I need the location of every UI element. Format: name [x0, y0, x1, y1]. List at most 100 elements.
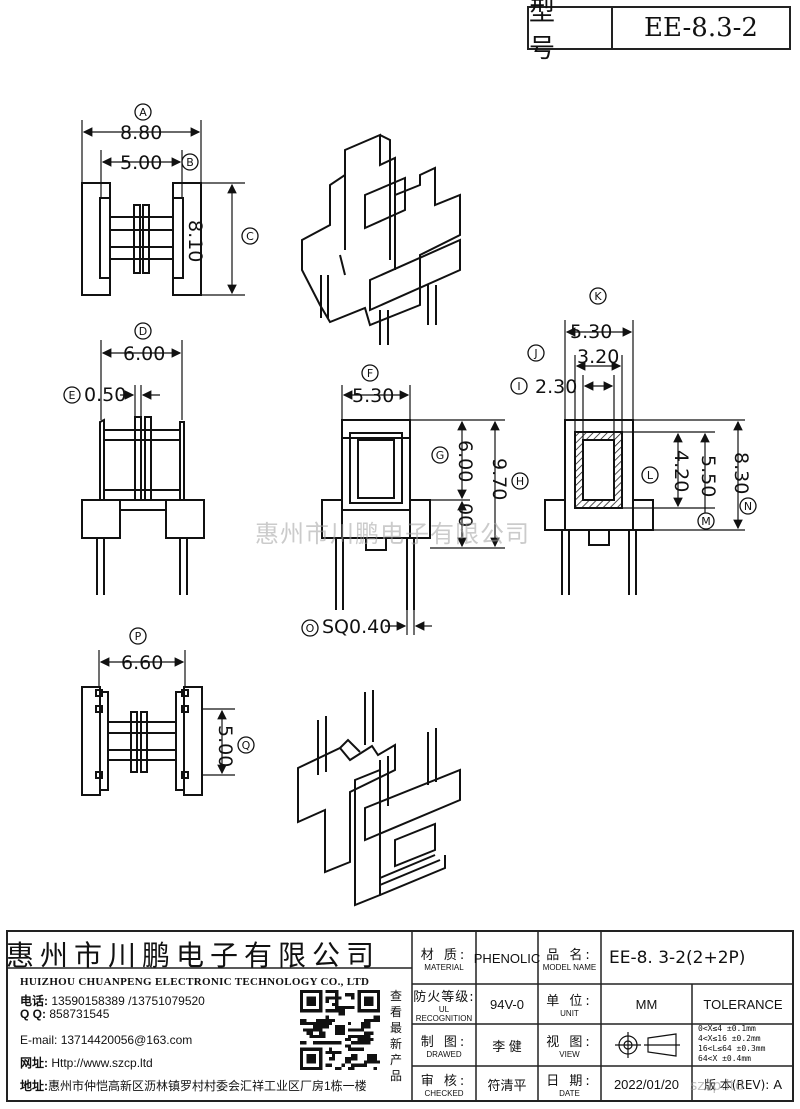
callout-g: G — [431, 446, 449, 464]
partname-value-text: EE-8. 3-2(2+2P) — [609, 948, 746, 968]
web-line: 网址: Http://www.szcp.ltd — [20, 1054, 153, 1071]
callout-d: D — [134, 322, 152, 340]
svg-text:H: H — [516, 475, 524, 488]
checked-value: 符清平 — [476, 1066, 538, 1102]
technical-drawing — [81, 120, 745, 907]
side-view-dims — [100, 340, 183, 420]
partname-value: EE-8. 3-2(2+2P) — [601, 932, 794, 984]
phone-value: 13590158389 /13751079520 — [51, 994, 205, 1008]
callout-i: I — [510, 377, 528, 395]
side-view — [81, 416, 205, 595]
svg-text:L: L — [647, 469, 654, 482]
unit-label: 单 位:UNIT — [538, 984, 601, 1024]
dim-i-value: 2.30 — [535, 376, 578, 398]
callout-f: F — [361, 364, 379, 382]
drawn-value: 李 健 — [476, 1024, 538, 1066]
drawn-value-text: 李 健 — [492, 1038, 522, 1054]
revision: 版 本(REV):A — [692, 1066, 794, 1102]
qr-code-icon[interactable] — [300, 990, 380, 1070]
qq-value: 858731545 — [49, 1007, 110, 1021]
web-value[interactable]: Http://www.szcp.ltd — [51, 1056, 153, 1070]
svg-text:P: P — [135, 630, 142, 643]
unit-label-cn: 单 位: — [546, 994, 593, 1009]
callout-j: J — [527, 344, 545, 362]
drawn-label-en: DRAWED — [426, 1050, 462, 1059]
email-value[interactable]: 13714420056@163.com — [60, 1033, 193, 1047]
partname-label-en: MODEL NAME — [542, 963, 597, 972]
material-value-text: PHENOLIC — [473, 950, 541, 966]
third-angle-projection-icon — [614, 1032, 680, 1058]
top-view-dims — [81, 120, 245, 296]
model-value: EE-8.3-2 — [644, 13, 758, 43]
ul-value-text: 94V-0 — [490, 996, 524, 1012]
callout-b: B — [181, 153, 199, 171]
callout-o: O — [301, 619, 319, 637]
view-label: 视 图:VIEW — [538, 1024, 601, 1066]
drawn-label: 制 图:DRAWED — [412, 1024, 476, 1066]
svg-text:Q: Q — [242, 739, 251, 752]
material-label-en: MATERIAL — [424, 963, 464, 972]
checked-value-text: 符清平 — [487, 1077, 527, 1093]
material-label-cn: 材 质: — [420, 948, 468, 963]
svg-text:K: K — [594, 290, 602, 303]
date-value-text: 2022/01/20 — [613, 1076, 680, 1092]
ul-value: 94V-0 — [476, 984, 538, 1024]
address-value: 惠州市仲恺高新区沥林镇罗村村委会汇祥工业区厂房1栋一楼 — [48, 1079, 367, 1093]
callout-k: K — [589, 287, 607, 305]
callout-l: L — [641, 466, 659, 484]
company-name-en: HUIZHOU CHUANPENG ELECTRONIC TECHNOLOGY … — [20, 976, 370, 988]
email-label: E-mail: — [20, 1033, 58, 1047]
partname-label-cn: 品 名: — [546, 948, 593, 963]
address-label: 地址: — [20, 1079, 48, 1093]
watermark-url: szcp.ltd — [690, 1078, 744, 1094]
tolerance-header: TOLERANCE — [692, 984, 794, 1024]
tolerance-row-3: 16<L≤64 ±0.3mm — [698, 1044, 766, 1053]
svg-text:E: E — [69, 389, 76, 402]
bottom-view-dims — [98, 650, 235, 776]
view-label-cn: 视 图: — [546, 1035, 593, 1050]
qr-note: 查看最新产品 — [390, 989, 403, 1083]
front-view — [321, 419, 431, 610]
svg-text:D: D — [139, 325, 147, 338]
svg-text:M: M — [701, 515, 711, 528]
watermark: 惠州市川鹏电子有限公司 — [255, 520, 530, 548]
unit-value: MM — [601, 984, 692, 1024]
bottom-view — [81, 686, 203, 796]
checked-label-en: CHECKED — [424, 1089, 464, 1098]
dim-e-value: 0.50 — [84, 384, 127, 406]
ul-label: 防火等级:UL RECOGNITION — [412, 984, 476, 1024]
email-line: E-mail: 13714420056@163.com — [20, 1033, 192, 1047]
section-view — [544, 419, 654, 595]
material-value: PHENOLIC — [473, 932, 541, 984]
ul-label-cn: 防火等级: — [413, 989, 475, 1005]
dim-k-value: 5.30 — [570, 321, 613, 343]
company-name-cn: 惠州市川鹏电子有限公司 — [6, 939, 381, 972]
svg-text:A: A — [139, 106, 147, 119]
drawn-label-cn: 制 图: — [420, 1035, 468, 1050]
dim-j-value: 3.20 — [577, 346, 620, 368]
revision-label: 版 本(REV): — [703, 1077, 770, 1092]
svg-text:N: N — [744, 500, 752, 513]
date-value: 2022/01/20 — [601, 1066, 692, 1102]
svg-text:B: B — [186, 156, 194, 169]
partname-label: 品 名:MODEL NAME — [538, 932, 601, 984]
svg-text:F: F — [367, 367, 373, 380]
dim-p-value: 6.60 — [121, 652, 164, 674]
iso-view-bottom — [297, 690, 461, 907]
revision-value: A — [773, 1076, 783, 1092]
tolerance-row-4: 64<X ±0.4mm — [698, 1054, 751, 1063]
qq-line: Q Q: 858731545 — [20, 1007, 109, 1021]
svg-text:J: J — [533, 347, 537, 360]
svg-text:O: O — [306, 622, 315, 635]
date-label-cn: 日 期: — [546, 1074, 593, 1089]
front-view-dims — [341, 385, 505, 635]
iso-view-top — [301, 133, 461, 345]
date-label: 日 期:DATE — [538, 1066, 601, 1102]
svg-text:I: I — [517, 380, 520, 393]
dim-b-value: 5.00 — [120, 152, 163, 174]
material-label: 材 质:MATERIAL — [412, 932, 476, 984]
date-label-en: DATE — [559, 1089, 580, 1098]
phone-label: 电话: — [20, 994, 48, 1008]
